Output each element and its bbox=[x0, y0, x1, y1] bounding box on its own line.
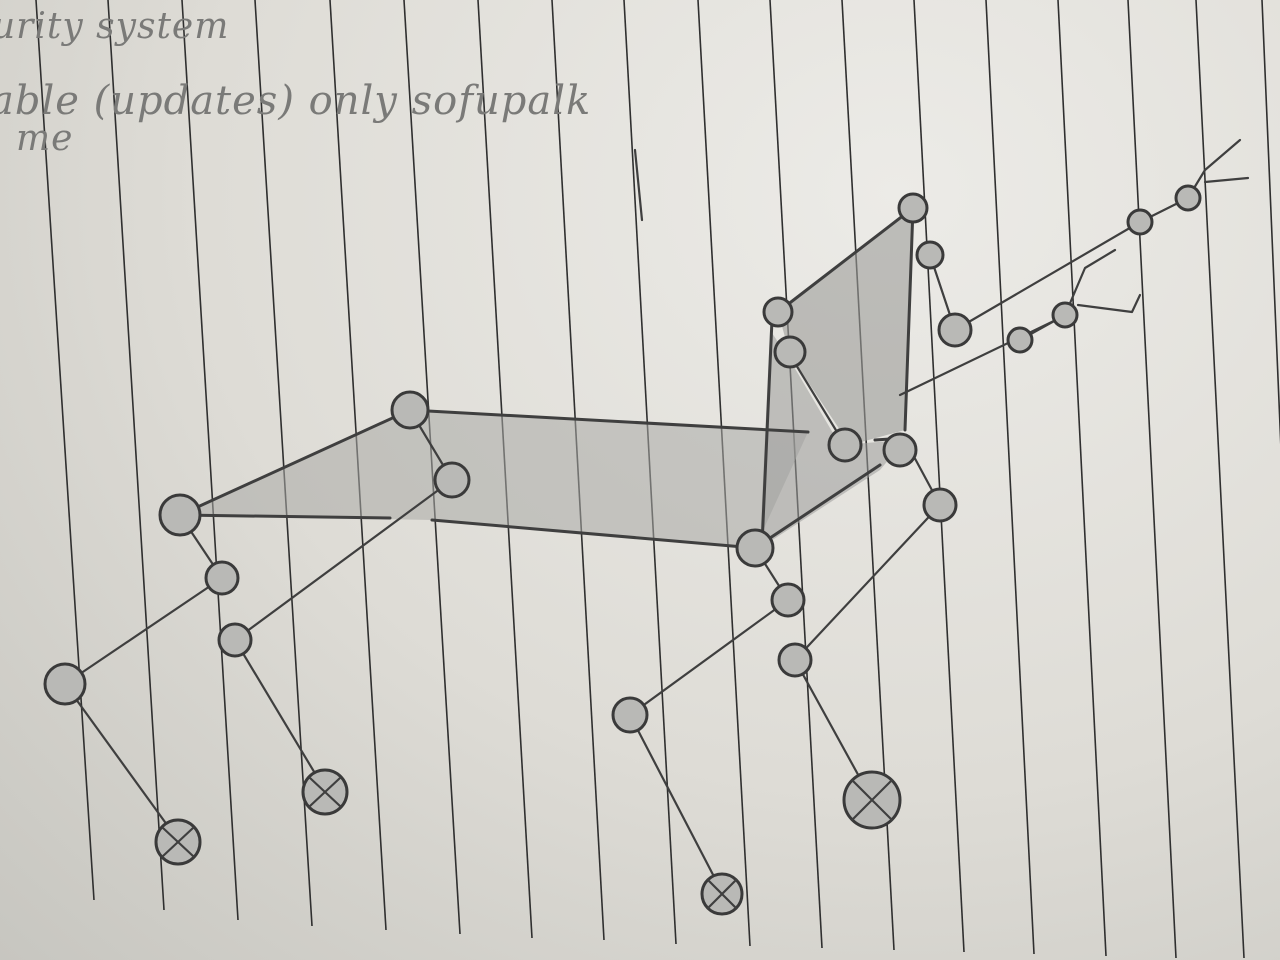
foot-back-left bbox=[301, 768, 349, 816]
foot-front-left bbox=[154, 818, 202, 866]
handwritten-note-line-2: able (updates) only sofupalk bbox=[0, 78, 592, 124]
neck-chain bbox=[788, 220, 1142, 447]
rule-lines bbox=[35, 0, 1280, 959]
handwritten-note-line-1: urity system bbox=[0, 6, 230, 47]
foot-back-right bbox=[842, 770, 902, 830]
antenna-lower bbox=[1018, 248, 1142, 342]
frame-lines bbox=[178, 206, 915, 552]
handwritten-note-line-3: me bbox=[16, 118, 74, 159]
foot-front-right bbox=[700, 872, 744, 916]
stray-mark bbox=[633, 148, 644, 222]
joints bbox=[43, 184, 1202, 734]
neck-panel bbox=[778, 208, 913, 445]
body-panel bbox=[180, 410, 808, 548]
feet bbox=[154, 768, 902, 916]
